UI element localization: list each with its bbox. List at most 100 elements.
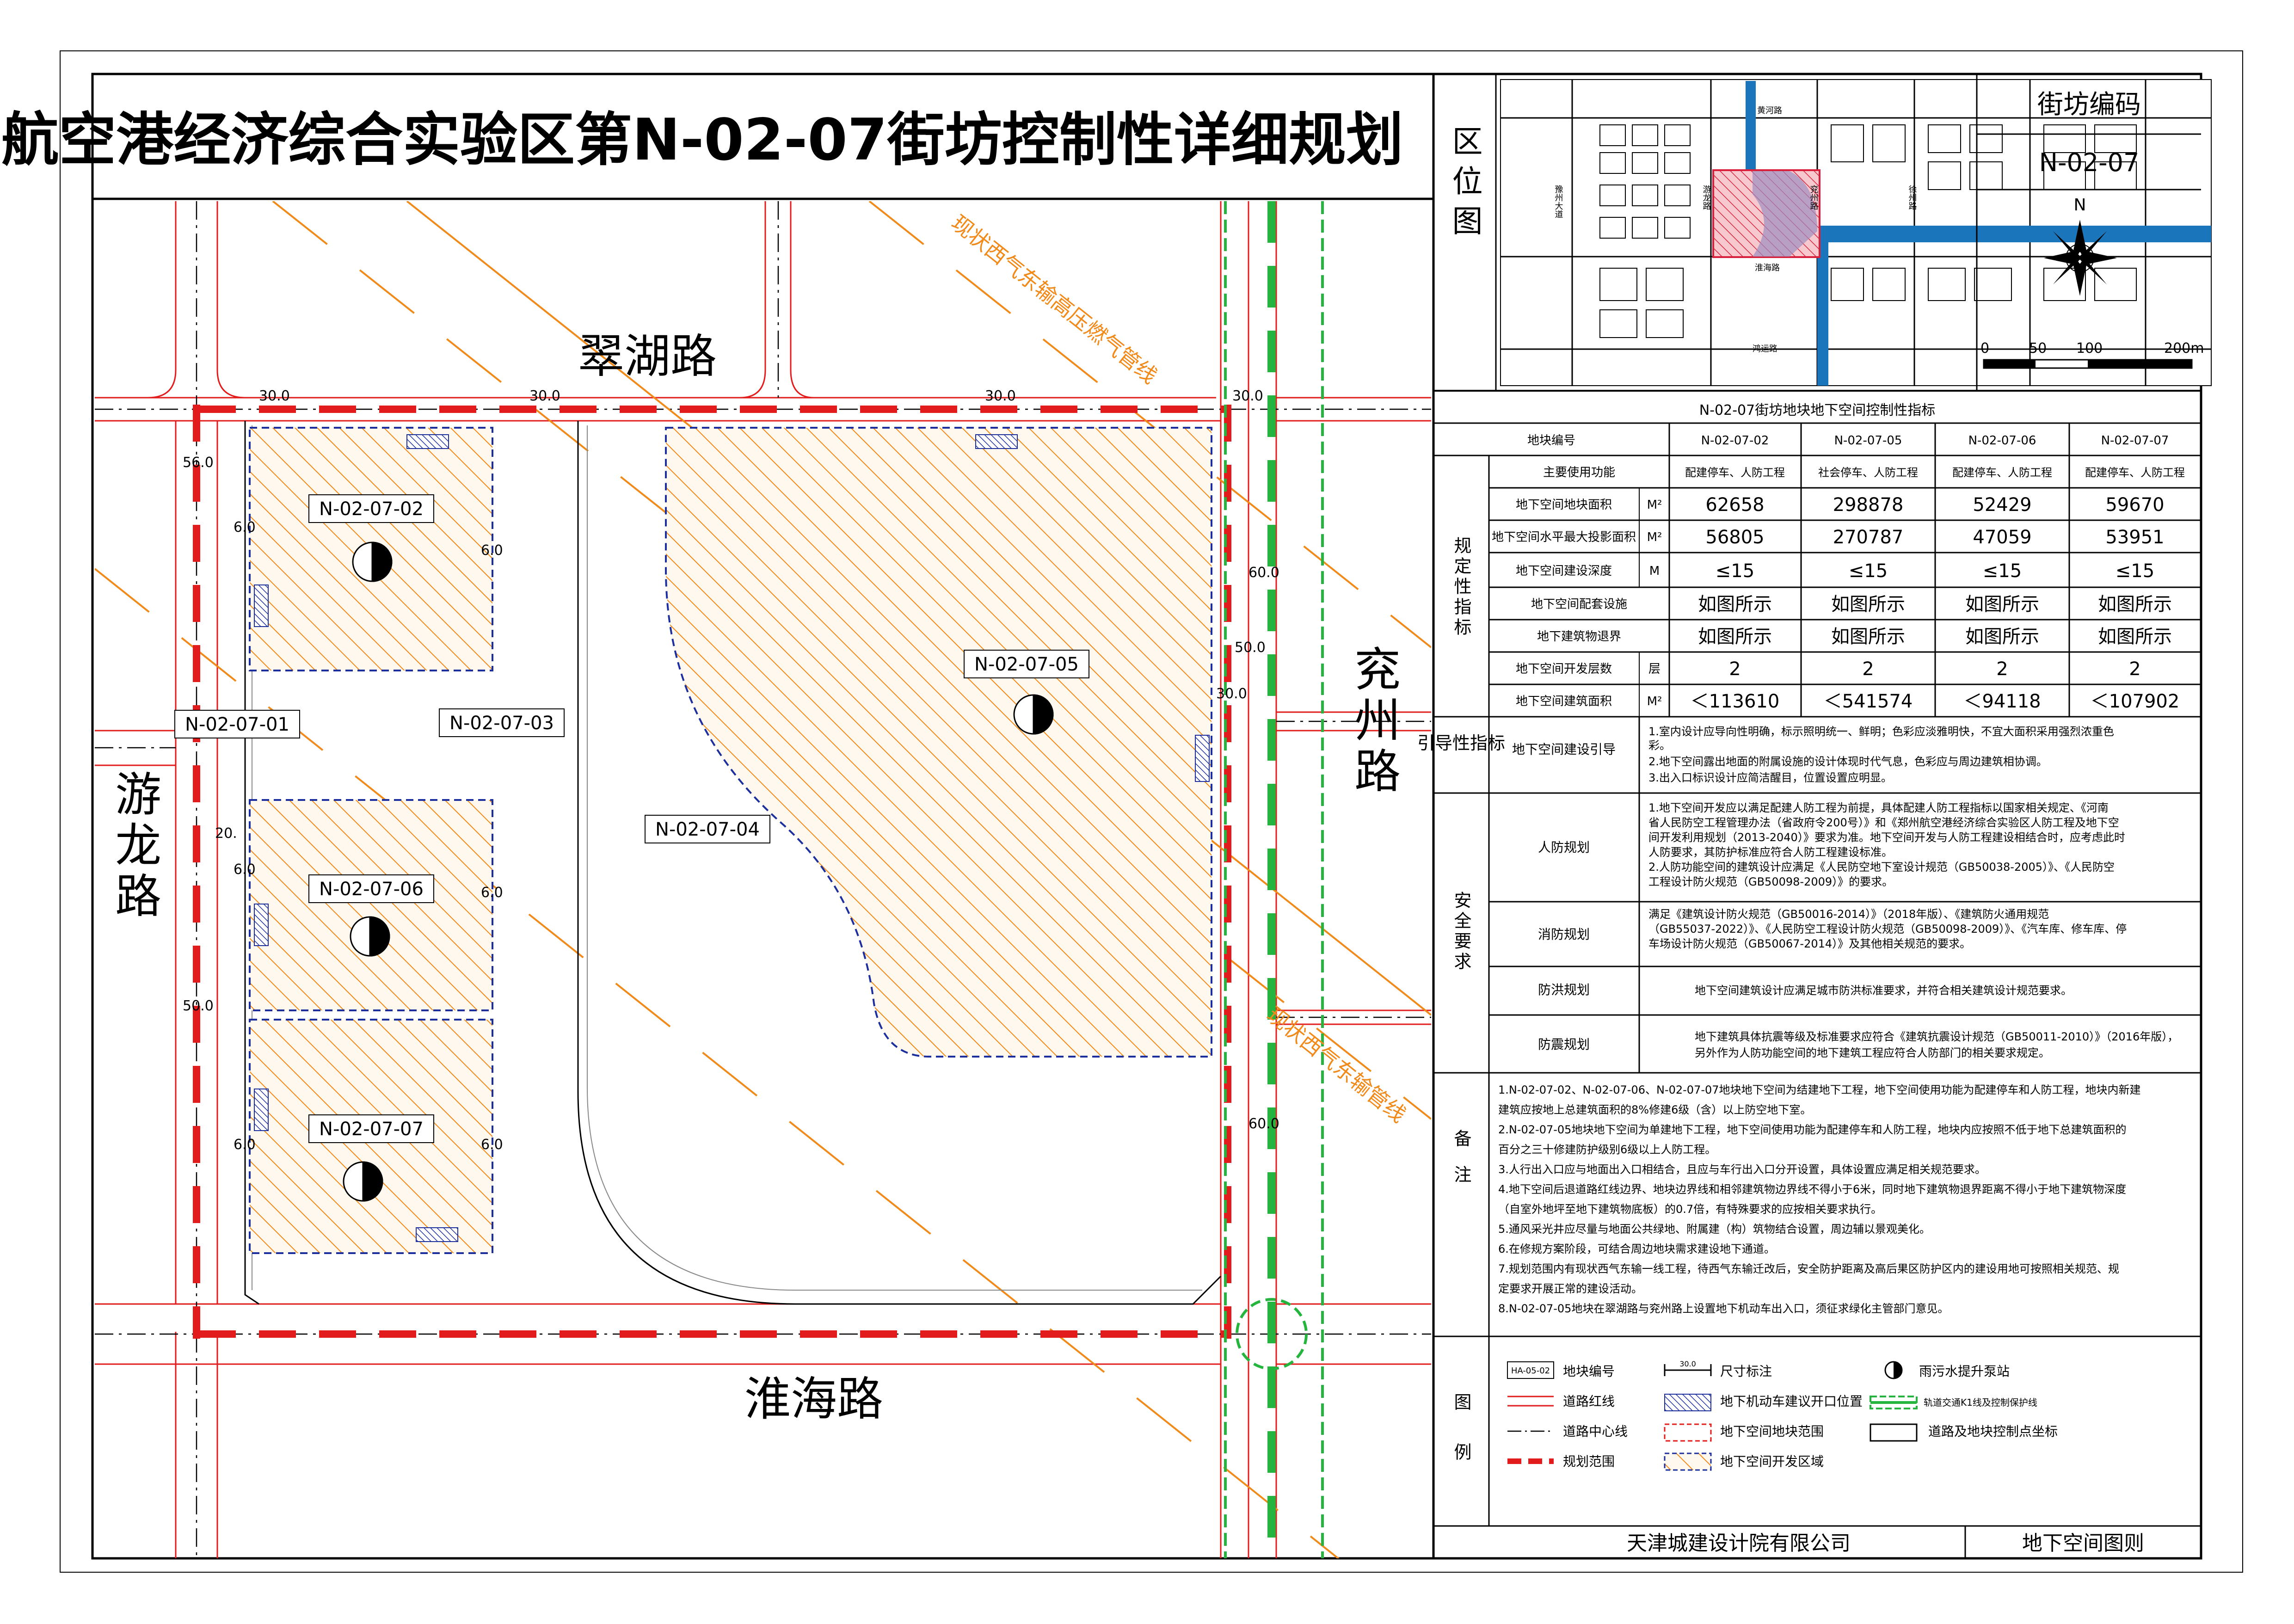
svg-text:如图所示: 如图所示 [2098,594,2172,615]
svg-text:地下机动车建议开口位置: 地下机动车建议开口位置 [1720,1394,1863,1409]
svg-text:道路及地块控制点坐标: 道路及地块控制点坐标 [1928,1424,2058,1439]
road-center-lines [95,201,1431,1558]
svg-text:规划范围: 规划范围 [1563,1454,1615,1469]
indicators-table: N-02-07街坊地块地下空间控制性指标 地块编号 规定性指标 N-02-07-… [1433,402,2201,718]
dim-label: 6.0 [234,1137,256,1153]
site-plan: 30.0 30.0 30.0 30.0 56.0 60.0 50.0 30.0 … [95,201,1431,1558]
gas-pipeline-protection [95,201,1431,1558]
dim-label: 30.0 [259,388,290,404]
svg-text:M²: M² [1647,530,1662,544]
svg-text:天津城建设计院有限公司: 天津城建设计院有限公司 [1627,1532,1851,1555]
svg-text:0: 0 [1980,340,1989,357]
svg-text:M²: M² [1647,498,1662,512]
svg-text:（GB55037-2022）》、《人民防空工程设计防火规范（: （GB55037-2022）》、《人民防空工程设计防火规范（GB50098-20… [1648,923,2127,935]
svg-text:满足《建筑设计防火规范（GB50016-2014）》（201: 满足《建筑设计防火规范（GB50016-2014）》（2018年版）、《建筑防火… [1648,908,2049,921]
svg-text:2: 2 [1729,658,1740,680]
footer: 天津城建设计院有限公司 地下空间图则 [1627,1526,2144,1558]
svg-text:另外作为人防功能空间的地下建筑工程应符合人防部门的相关要求规: 另外作为人防功能空间的地下建筑工程应符合人防部门的相关要求规定。 [1695,1046,2050,1059]
svg-text:规定性指标: 规定性指标 [1451,536,1471,638]
svg-text:HA-05-02: HA-05-02 [1511,1366,1550,1376]
svg-text:地下空间水平最大投影面积: 地下空间水平最大投影面积 [1492,530,1636,544]
svg-text:N-02-07-02: N-02-07-02 [319,498,424,520]
page-title: 郑州航空港经济综合实验区第N-02-07街坊控制性详细规划 [0,107,1403,173]
underground-area-p06 [249,799,493,1011]
svg-text:5.通风采光井应尽量与地面公共绿地、附属建（构）筑物结合设置: 5.通风采光井应尽量与地面公共绿地、附属建（构）筑物结合设置，周边辅以景观美化。 [1498,1223,1931,1236]
svg-text:防洪规划: 防洪规划 [1538,982,1590,997]
svg-text:N-02-07-05: N-02-07-05 [1834,434,1902,448]
road-name-north: 翠湖路 [578,329,717,383]
dim-label: 50.0 [183,998,214,1014]
svg-text:53951: 53951 [2105,527,2164,548]
svg-text:地下空间建筑面积: 地下空间建筑面积 [1516,695,1612,708]
svg-text:100: 100 [2076,340,2103,357]
svg-text:豫州大道: 豫州大道 [1554,185,1563,218]
svg-text:黄河路: 黄河路 [1757,106,1782,116]
pump-stations [343,541,1054,1202]
svg-text:鸿运路: 鸿运路 [1753,344,1777,354]
svg-text:N-02-07-01: N-02-07-01 [185,714,289,735]
block-code-value: N-02-07 [2039,148,2140,177]
svg-text:M: M [1649,564,1660,578]
svg-text:N-02-07-02: N-02-07-02 [1701,434,1769,448]
svg-text:地下空间开发层数: 地下空间开发层数 [1516,662,1612,676]
svg-text:建筑应按地上总建筑面积的8%修建6级（含）以上防空地下室。: 建筑应按地上总建筑面积的8%修建6级（含）以上防空地下室。 [1498,1103,1811,1116]
parcel-label-p06: N-02-07-06 [308,874,434,903]
svg-text:配建停车、人防工程: 配建停车、人防工程 [1952,466,2052,479]
svg-text:200m: 200m [2164,340,2204,357]
svg-text:2.N-02-07-05地块地下空间为单建地下工程，地下空间: 2.N-02-07-05地块地下空间为单建地下工程，地下空间使用功能为配建停车和… [1498,1123,2126,1136]
dim-label: 20. [215,825,237,842]
svg-text:50: 50 [2029,340,2047,357]
svg-text:＜107902: ＜107902 [2091,691,2180,712]
svg-text:引导性指标: 引导性指标 [1417,733,1505,753]
svg-text:2: 2 [2129,658,2140,680]
svg-text:≤15: ≤15 [1849,560,1888,582]
svg-text:车场设计防火规范（GB50067-2014）》及其他相关规范: 车场设计防火规范（GB50067-2014）》及其他相关规范的要求。 [1648,937,1971,950]
svg-text:道路中心线: 道路中心线 [1563,1424,1628,1439]
svg-text:地下建筑物退界: 地下建筑物退界 [1537,630,1621,644]
svg-text:如图所示: 如图所示 [2098,626,2172,647]
svg-text:地下空间开发区域: 地下空间开发区域 [1720,1454,1824,1469]
svg-text:1.地下空间开发应以满足配建人防工程为前提，具体配建人防工程: 1.地下空间开发应以满足配建人防工程为前提，具体配建人防工程指标以国家相关规定、… [1648,801,2109,814]
outer-frame [60,50,2243,1573]
svg-text:1.室内设计应导向性明确，标示照明统一、鲜明；色彩应淡雅明快: 1.室内设计应导向性明确，标示照明统一、鲜明；色彩应淡雅明快，不宜大面积采用强烈… [1648,725,2114,738]
svg-text:社会停车、人防工程: 社会停车、人防工程 [1818,466,1918,479]
location-map-label: 区位图 [1447,125,1483,245]
svg-text:徐州路: 徐州路 [1907,185,1917,210]
svg-text:地下空间建筑设计应满足城市防洪标准要求，并符合相关建筑设计规: 地下空间建筑设计应满足城市防洪标准要求，并符合相关建筑设计规范要求。 [1695,984,2072,997]
vehicle-entrance-markers [254,434,1210,1242]
svg-text:轨道交通K1线及控制保护线: 轨道交通K1线及控制保护线 [1924,1397,2037,1408]
svg-text:3.人行出入口应与地面出入口相结合，且应与车行出入口分开设置: 3.人行出入口应与地面出入口相结合，且应与车行出入口分开设置，具体设置应满足相关… [1498,1163,1986,1176]
dim-label: 60.0 [1248,1116,1279,1132]
svg-text:图例: 图例 [1451,1393,1471,1493]
svg-text:59670: 59670 [2105,494,2164,516]
dim-label: 6.0 [234,519,256,535]
svg-text:安全要求: 安全要求 [1451,891,1471,972]
svg-text:N-02-07-05: N-02-07-05 [974,654,1079,675]
svg-text:2: 2 [1996,658,2008,680]
svg-text:7.规划范围内有现状西气东输一线工程，待西气东输迁改后，安全: 7.规划范围内有现状西气东输一线工程，待西气东输迁改后，安全防护距离及高后果区防… [1498,1262,2119,1275]
guidance-section: 引导性指标 地下空间建设引导 1.室内设计应导向性明确，标示照明统一、鲜明；色彩… [1417,717,2201,1073]
parcel-label-p05: N-02-07-05 [964,650,1089,678]
svg-text:层: 层 [1648,662,1661,676]
svg-text:如图所示: 如图所示 [1965,594,2039,615]
svg-text:2: 2 [1862,658,1874,680]
dim-label: 6.0 [481,1137,503,1153]
svg-text:如图所示: 如图所示 [1698,594,1772,615]
svg-text:配建停车、人防工程: 配建停车、人防工程 [2085,466,2185,479]
underground-area-p05 [665,427,1212,1058]
svg-text:N-02-07-03: N-02-07-03 [449,713,554,734]
svg-text:（自室外地坪至地下建筑物底板）的0.7倍，有特殊要求的应按相: （自室外地坪至地下建筑物底板）的0.7倍，有特殊要求的应按相关要求执行。 [1498,1203,1882,1216]
svg-text:N-02-07-07: N-02-07-07 [2101,434,2169,448]
svg-text:52429: 52429 [1973,494,2031,516]
svg-text:地块编号: 地块编号 [1563,1364,1615,1379]
svg-text:间开发利用规划（2013-2040）》要求为准。地下空间开发: 间开发利用规划（2013-2040）》要求为准。地下空间开发与人防工程建设相结合… [1648,831,2125,844]
svg-text:省人民防空工程管理办法（省政府令200号）》和《郑州航空港经: 省人民防空工程管理办法（省政府令200号）》和《郑州航空港经济综合实验区人防工程… [1648,816,2119,829]
svg-text:62658: 62658 [1705,494,1764,516]
dim-label: 56.0 [183,455,214,471]
compass: N [2044,196,2117,296]
svg-text:配建停车、人防工程: 配建停车、人防工程 [1685,466,1785,479]
dim-label: 30.0 [529,388,560,404]
svg-text:人防规划: 人防规划 [1538,840,1590,855]
location-map: 黄河路 淮海路 鸿运路 豫州大道 游龙路 兖州路 徐州路 [1500,79,2212,386]
svg-text:地下空间地块范围: 地下空间地块范围 [1720,1424,1824,1439]
